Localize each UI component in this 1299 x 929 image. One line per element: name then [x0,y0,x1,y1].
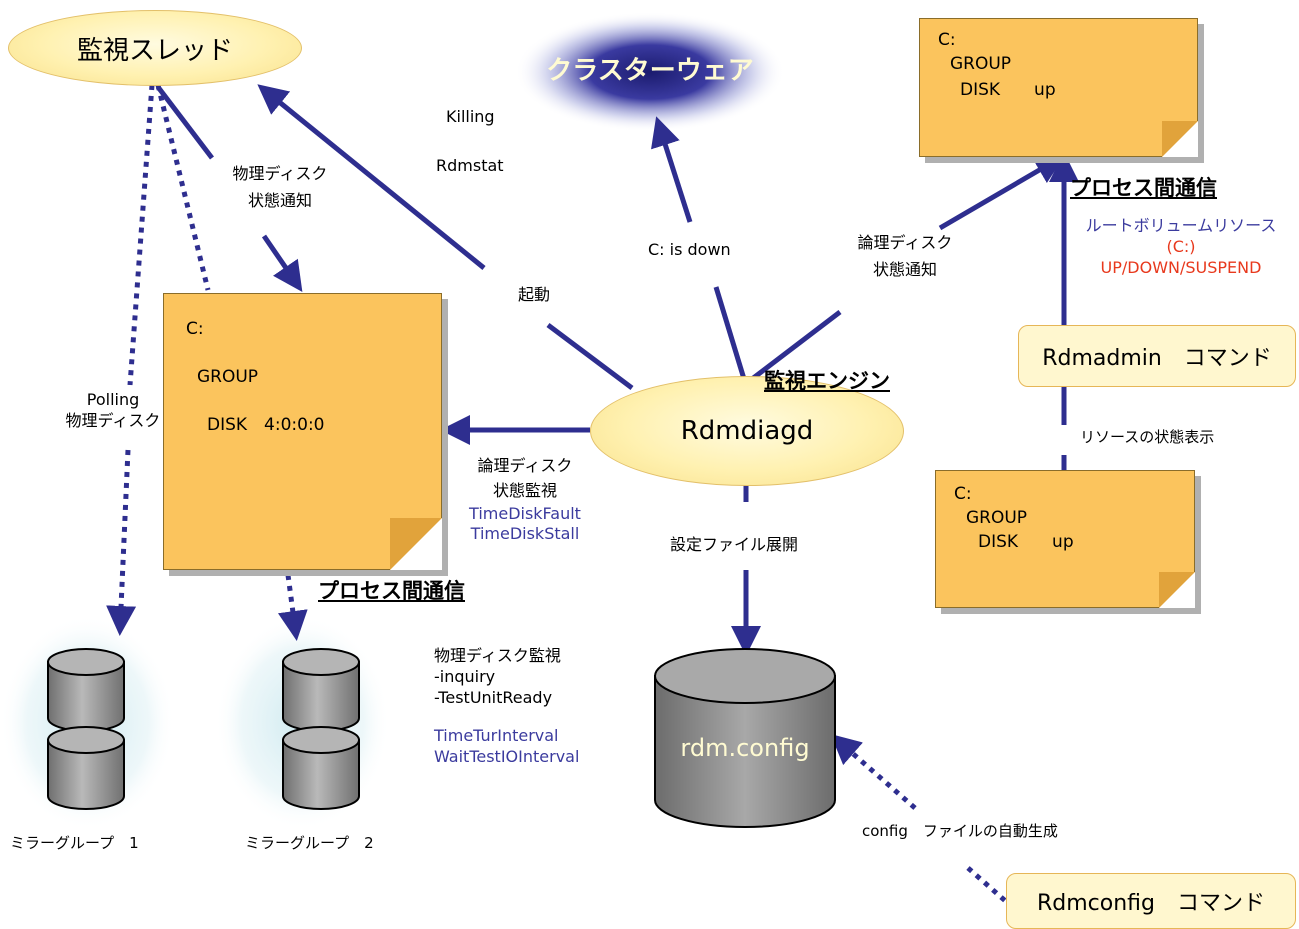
label-polling-2: 物理ディスク [65,410,161,430]
label-test-unit-ready: -TestUnitReady [434,687,553,707]
monitor-thread-label: 監視スレッド [76,35,233,66]
label-config-autogen: config ファイルの自動生成 [862,822,1058,840]
label-resource-display: リソースの状態表示 [1080,428,1215,446]
label-phys-monitor: 物理ディスク監視 -inquiry -TestUnitReady TimeTur… [434,646,579,768]
note-tr-line2: GROUP [950,54,1012,74]
label-mirror-1: ミラーグループ 1 [10,834,139,852]
clusterware-label: クラスターウェア [546,56,754,86]
mirror-group-2-disks [282,648,360,810]
label-startup: 起動 [518,285,551,304]
label-inquiry: -inquiry [434,666,496,686]
note-main-line2: GROUP [197,367,259,387]
label-root-volume: ルートボリュームリソース [1085,216,1277,235]
mirror-group-1-disks [47,648,125,810]
label-polling: Polling 物理ディスク [48,390,178,432]
label-c-paren: (C:) [1166,236,1196,256]
monitor-thread-node: 監視スレッド [8,10,302,86]
label-root-volume-block: ルートボリュームリソース (C:) UP/DOWN/SUSPEND [1065,216,1297,278]
label-polling-1: Polling [86,390,140,409]
label-phys-notify: 物理ディスク 状態通知 [215,164,345,212]
note-br-line2: GROUP [966,508,1028,528]
label-phys-notify-1: 物理ディスク [232,164,328,183]
config-file-label: rdm.config [680,734,810,762]
note-main-line1: C: [186,319,204,339]
note-tr-line3: DISK up [960,80,1056,100]
rdmadmin-command-box: Rdmadmin コマンド [1018,325,1296,387]
label-logical-monitor-2: 状態監視 [492,480,557,500]
label-logical-notify: 論理ディスク 状態通知 [840,233,970,281]
disk-status-note-main: C: GROUP DISK 4:0:0:0 [163,293,442,570]
label-time-disk-stall: TimeDiskStall [470,524,580,544]
label-phys-monitor-1: 物理ディスク監視 [434,646,561,665]
label-config-expand: 設定ファイル展開 [670,535,799,554]
rdmconfig-command-label: Rdmconfig コマンド [1036,891,1265,916]
label-c-is-down: C: is down [648,240,731,259]
label-logical-notify-1: 論理ディスク [857,233,953,252]
label-logical-monitor: 論理ディスク 状態監視 TimeDiskFault TimeDiskStall [460,456,590,545]
label-phys-notify-2: 状態通知 [247,190,312,210]
label-logical-notify-2: 状態通知 [872,259,937,279]
engine-name: Rdmdiagd [680,416,814,446]
rdmconfig-command-box: Rdmconfig コマンド [1006,873,1296,929]
rdmadmin-command-label: Rdmadmin コマンド [1042,346,1272,371]
note-br-line3: DISK up [978,532,1074,552]
label-mirror-2: ミラーグループ 2 [245,834,374,852]
label-time-tur-interval: TimeTurInterval [434,726,559,746]
clusterware-glow [515,12,785,132]
disk-status-note-bottom-right: C: GROUP DISK up [935,470,1195,608]
label-logical-monitor-1: 論理ディスク [477,456,573,475]
note-tr-line1: C: [938,30,956,50]
label-ipc-left: プロセス間通信 [318,579,465,603]
label-ipc-right: プロセス間通信 [1070,176,1217,200]
note-br-line1: C: [954,484,972,504]
label-rdmstat: Rdmstat [436,156,504,175]
config-database [654,648,836,828]
engine-node: Rdmdiagd [590,376,904,486]
note-main-line3: DISK 4:0:0:0 [207,415,325,435]
label-killing: Killing [446,107,495,126]
label-wait-test-io-interval: WaitTestIOInterval [434,747,580,767]
engine-caption: 監視エンジン [764,369,890,393]
label-up-down: UP/DOWN/SUSPEND [1100,257,1262,277]
disk-status-note-top-right: C: GROUP DISK up [919,18,1198,157]
label-time-disk-fault: TimeDiskFault [469,503,581,523]
